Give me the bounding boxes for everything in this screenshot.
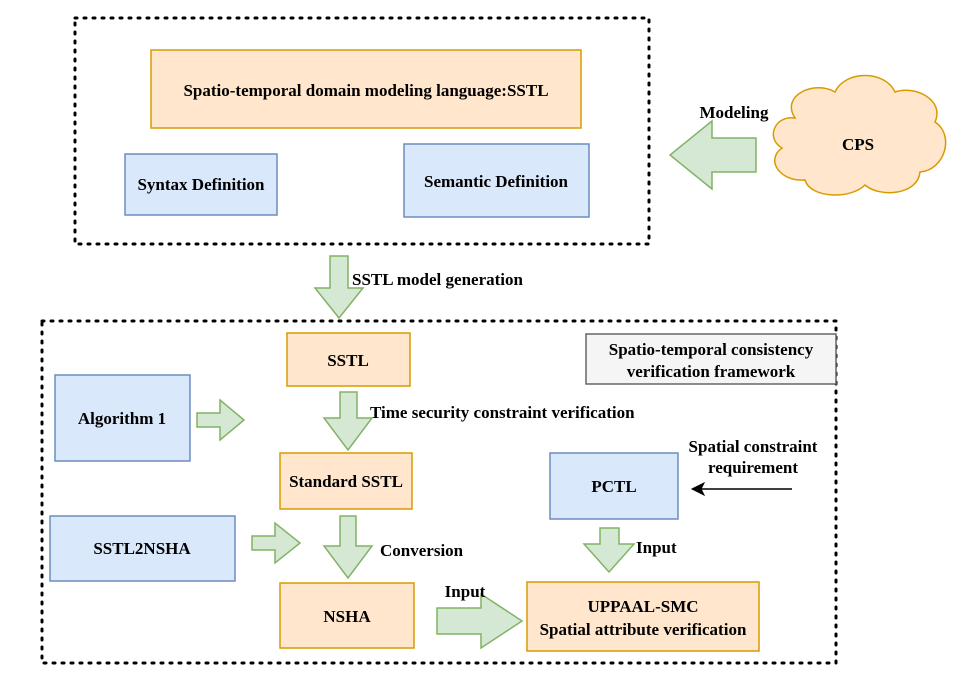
input-label-left: Input	[445, 582, 486, 601]
time-security-label: Time security constraint verification	[370, 403, 635, 422]
framework-label-box	[585, 333, 837, 385]
sstl-box-label: SSTL	[327, 351, 369, 370]
input-arrow-left	[436, 592, 524, 650]
input-label-right: Input	[636, 538, 677, 557]
sstl2nsha-box[interactable]	[49, 515, 236, 582]
standard-sstl-label: Standard SSTL	[289, 472, 403, 491]
uppaal-smc-box[interactable]	[526, 581, 760, 652]
spatial-requirement-line1: Spatial constraint	[689, 437, 818, 456]
algorithm-1-label: Algorithm 1	[78, 409, 166, 428]
modeling-arrow-label: Modeling	[700, 103, 769, 122]
standard-sstl-box[interactable]	[279, 452, 413, 510]
semantic-definition-box[interactable]	[403, 143, 590, 218]
uppaal-smc-label-line2: Spatial attribute verification	[540, 620, 747, 639]
syntax-definition-label: Syntax Definition	[137, 175, 265, 194]
uppaal-smc-label-line1: UPPAAL-SMC	[587, 597, 698, 616]
conversion-label: Conversion	[380, 541, 464, 560]
algorithm-arrow	[196, 398, 246, 442]
sstl-box[interactable]	[286, 332, 411, 387]
algorithm-1-box[interactable]	[54, 374, 191, 462]
cps-cloud[interactable]	[772, 74, 947, 196]
pctl-label: PCTL	[591, 477, 636, 496]
top-modeling-container	[73, 16, 651, 246]
framework-label-line2: verification framework	[627, 362, 796, 381]
verification-framework-container	[40, 319, 838, 665]
semantic-definition-label: Semantic Definition	[424, 172, 569, 191]
conversion-arrow	[322, 515, 374, 580]
sstl2nsha-arrow	[251, 521, 302, 565]
pctl-box[interactable]	[549, 452, 679, 520]
nsha-label: NSHA	[323, 607, 371, 626]
sstl2nsha-label: SSTL2NSHA	[93, 539, 191, 558]
cps-label: CPS	[842, 135, 874, 154]
nsha-box[interactable]	[279, 582, 415, 649]
requirement-arrow-head	[690, 481, 706, 497]
time-security-arrow	[322, 391, 374, 452]
framework-label-line1: Spatio-temporal consistency	[609, 340, 814, 359]
input-arrow-right	[582, 527, 636, 574]
sstl-generation-arrow	[313, 255, 365, 320]
spatial-requirement-line2: requirement	[708, 458, 798, 477]
modeling-arrow	[668, 119, 757, 191]
sstl-language-label: Spatio-temporal domain modeling language…	[183, 81, 548, 100]
sstl-generation-label: SSTL model generation	[352, 270, 524, 289]
sstl-language-box[interactable]	[150, 49, 582, 129]
syntax-definition-box[interactable]	[124, 153, 278, 216]
